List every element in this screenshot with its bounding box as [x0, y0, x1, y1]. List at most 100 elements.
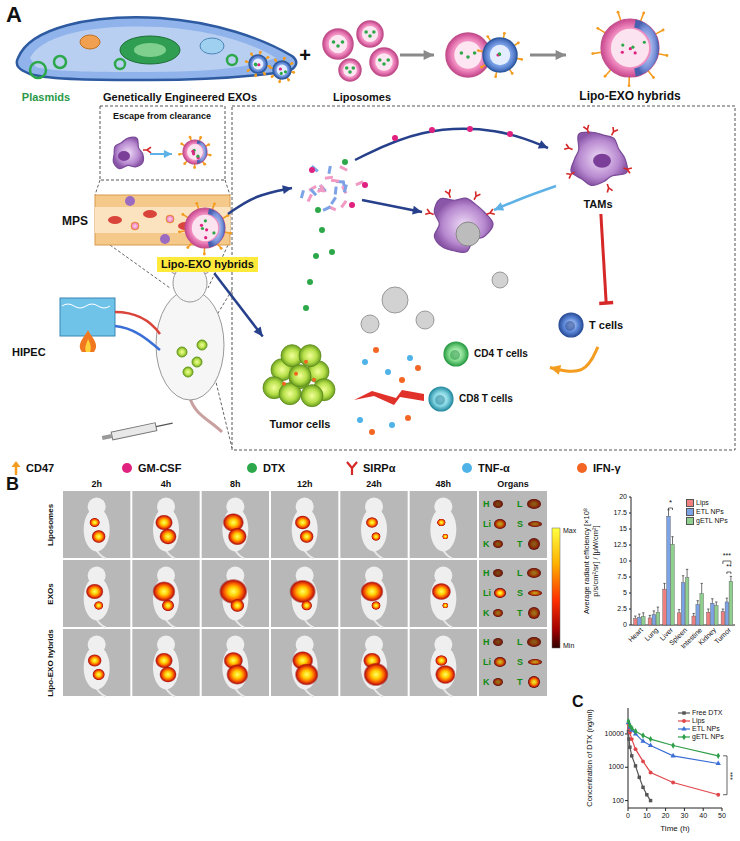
- t-cell: [444, 342, 468, 366]
- sirpa-receptor: [143, 147, 151, 153]
- fluorescence-signal: [228, 528, 247, 546]
- tick-label: 30: [680, 812, 688, 820]
- cd47-tip: [250, 53, 253, 56]
- drug-dot: [341, 40, 345, 44]
- drug-dot: [319, 227, 325, 233]
- membrane-fragment: [339, 165, 348, 171]
- nucleus-core: [134, 43, 166, 57]
- organ-signal: [528, 538, 540, 550]
- cytotoxic-bolt: [354, 390, 424, 405]
- connector: [214, 273, 262, 336]
- engulfed-cell: [456, 222, 480, 246]
- error-bar: [679, 610, 680, 613]
- mouse-tail: [443, 551, 452, 559]
- connector: [601, 214, 606, 303]
- error-cap: [707, 609, 709, 610]
- dead-tumor-cell: [361, 315, 379, 333]
- bar: [648, 618, 652, 625]
- cd47-tip: [274, 59, 277, 62]
- legend-swatch: [462, 463, 472, 473]
- cd47-tip: [283, 57, 286, 60]
- legend-text: SIRPα: [363, 462, 395, 474]
- bar: [634, 619, 638, 625]
- legend-swatch: [245, 461, 259, 475]
- cytokine-dot: [385, 369, 391, 375]
- drug-dot: [372, 30, 376, 34]
- significance-bracket: [669, 508, 673, 510]
- tumor-nodule: [183, 367, 193, 377]
- drug-dot: [348, 70, 352, 74]
- drug-dot: [329, 249, 335, 255]
- error-bar: [664, 583, 665, 589]
- cell-node: TAMs: [552, 120, 644, 212]
- organ-letter: K: [483, 608, 490, 618]
- part-label: HIPEC: [12, 346, 46, 359]
- mouse-tail: [443, 620, 452, 628]
- fluorescence-signal: [230, 599, 244, 613]
- organ-signal: [493, 500, 503, 508]
- time-label: 8h: [230, 479, 241, 489]
- membrane-fragment: [330, 197, 337, 205]
- error-bar: [701, 583, 702, 593]
- mouse-body: [156, 290, 224, 400]
- legend-item: DTX: [245, 461, 285, 475]
- organ: [493, 678, 503, 686]
- error-bar: [730, 576, 731, 581]
- organ-signal: [494, 657, 506, 667]
- cd47-tip: [278, 80, 281, 83]
- error-cap: [722, 609, 724, 610]
- tick: [629, 561, 631, 562]
- organ: [493, 569, 503, 577]
- zoom-guide: [225, 180, 230, 195]
- highlight-box: Lipo-EXO hybrids: [157, 257, 258, 272]
- bar: [700, 594, 704, 625]
- arrow-head: [254, 326, 263, 336]
- error-cap: [642, 612, 644, 613]
- error-cap: [663, 583, 665, 584]
- tumor-nodule: [177, 347, 187, 357]
- organ-signal: [493, 678, 503, 686]
- organ: [493, 500, 503, 508]
- producer-cell-inner: [30, 26, 276, 72]
- image-tile: [63, 629, 130, 696]
- organ-signal: [493, 540, 503, 548]
- cytokine-dot: [315, 207, 321, 213]
- mouse-body: [222, 646, 248, 690]
- mouse-head: [365, 498, 383, 516]
- mouse-tail: [190, 398, 222, 432]
- legend-item: IFN-γ: [575, 461, 621, 475]
- organ-letter: Li: [483, 519, 491, 529]
- cd47-tip: [199, 136, 202, 139]
- cytokine-dot: [369, 429, 375, 435]
- plus-sign: +: [299, 44, 311, 67]
- cd47-tip: [269, 66, 272, 69]
- node-label: Lipo-EXO hybrids: [161, 258, 254, 271]
- cd47-tip: [628, 84, 631, 87]
- tick: [722, 808, 723, 811]
- membrane-fragment: [319, 184, 326, 192]
- bar: [721, 612, 725, 625]
- liposome-core: [375, 53, 392, 70]
- mouse-tail: [166, 689, 175, 697]
- legend-sample: [678, 733, 690, 741]
- error-bar: [726, 598, 727, 602]
- organelle: [80, 35, 100, 49]
- tick: [703, 808, 704, 811]
- arrow-head: [538, 140, 548, 148]
- error-cap: [678, 609, 680, 610]
- particle: [166, 215, 174, 223]
- legend-text: DTX: [263, 462, 285, 474]
- cd47-tip: [180, 142, 183, 145]
- tick-label: 17.5: [613, 509, 627, 517]
- cd47-tip: [596, 27, 599, 30]
- drug-dot: [303, 305, 309, 311]
- sirpa-receptor: [485, 209, 494, 217]
- data-marker: [641, 786, 644, 789]
- row-label: Liposomes: [46, 503, 55, 545]
- bar: [715, 606, 719, 625]
- legend-item: gETL NPs: [678, 733, 724, 741]
- bar: [685, 578, 689, 625]
- image-tile: [202, 629, 269, 696]
- image-tile: [410, 491, 477, 558]
- organ-signal: [493, 638, 503, 646]
